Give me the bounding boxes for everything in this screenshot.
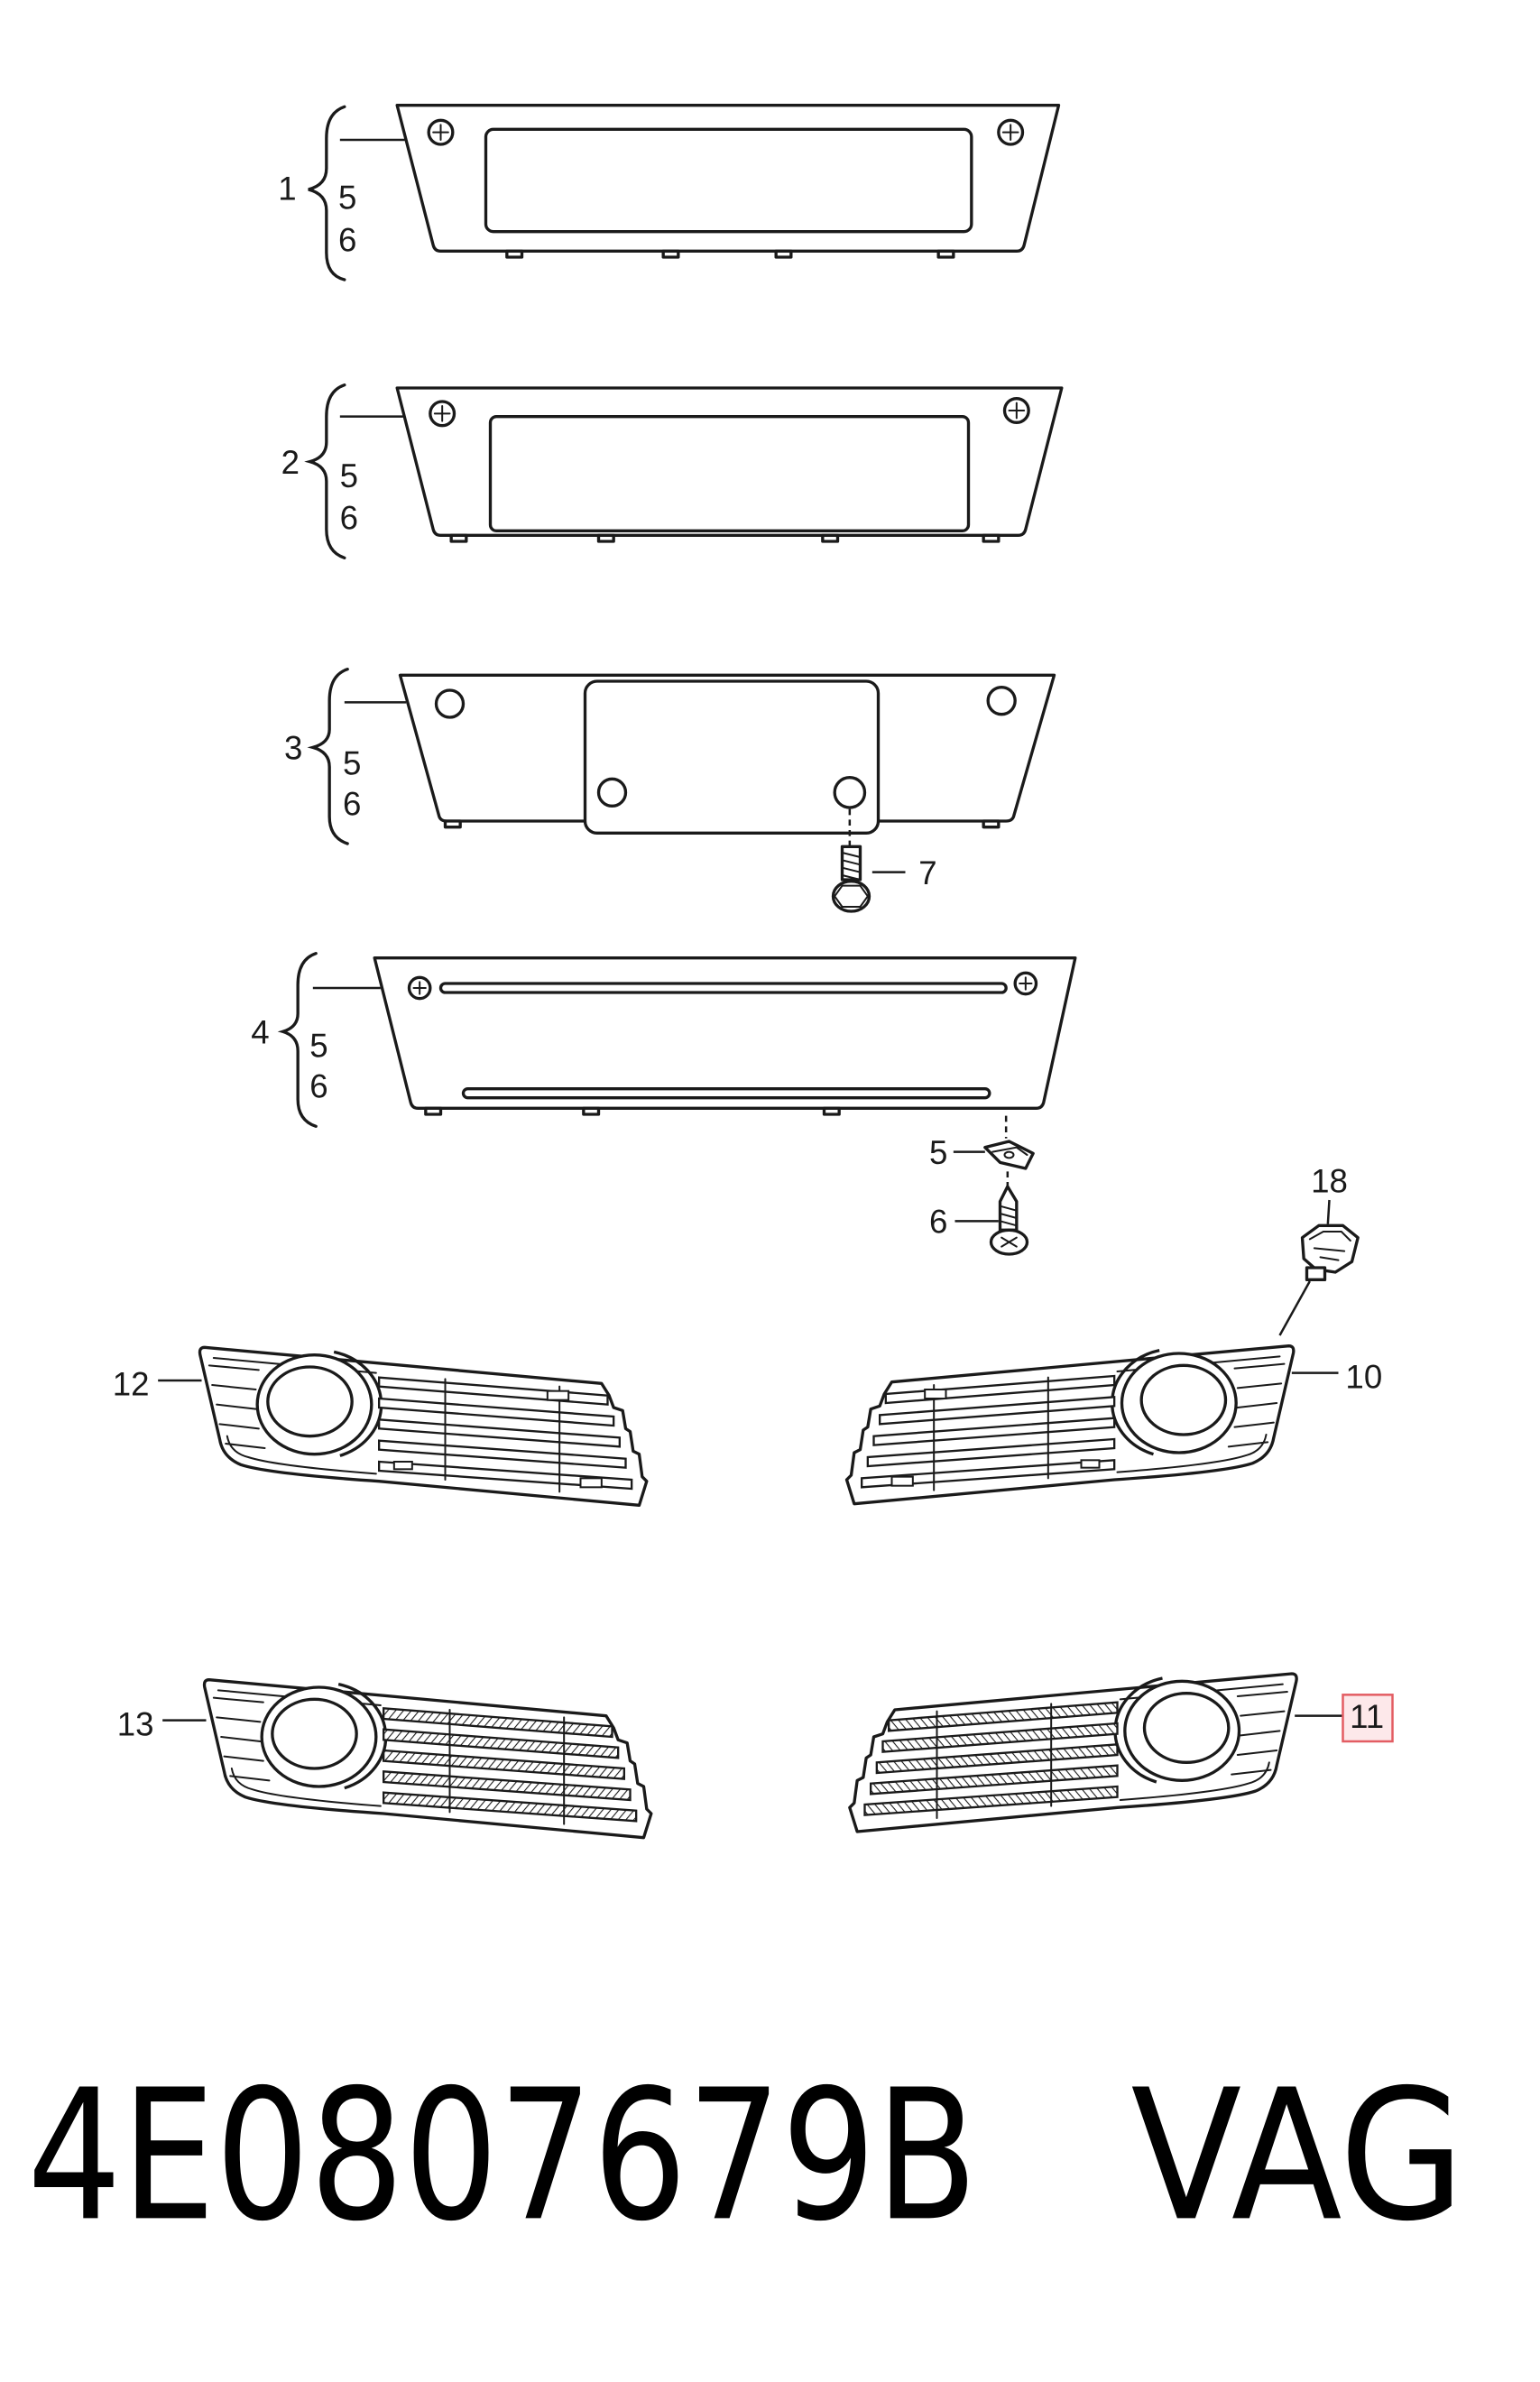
callout-plate-1-sub-a: 5 (338, 180, 356, 217)
brand-name: VAG (1131, 2051, 1465, 2261)
plate-3-brace (307, 668, 349, 845)
bracket-18-leader (1278, 1280, 1311, 1336)
plate-2-feet (449, 533, 1001, 543)
callout-plate-4-sub-a: 5 (309, 1028, 327, 1065)
plate-3-hole-bottom-right (833, 776, 867, 809)
plate-3-hole-top-left (434, 688, 466, 719)
callout-highlight-box (1342, 1694, 1394, 1743)
callout-plate-2: 2 (281, 444, 300, 481)
plate-3-group: 3 5 6 7 (284, 668, 1056, 913)
plate-4-screw-left (407, 975, 432, 1001)
plate-4-group: 4 5 6 (251, 952, 1077, 1129)
plate-4-slot-bottom (461, 1087, 991, 1100)
callout-plate-3-sub-a: 5 (343, 744, 361, 781)
callout-bracket: 18 (1311, 1163, 1348, 1200)
callout-grille-lower-right: 11 (1350, 1698, 1384, 1735)
plate-1-opening (484, 127, 973, 234)
plate-1-group: 1 5 6 (278, 104, 1061, 282)
callout-bolt: 7 (918, 854, 936, 891)
plate-3-hole-top-right (986, 686, 1017, 716)
clip-nut-5 (983, 1115, 1035, 1170)
plate-4-screw-right (1013, 971, 1038, 996)
bracket-18-label-leader (1326, 1199, 1331, 1224)
plate-1-feet (505, 249, 955, 259)
part-number: 4E0807679B (27, 2051, 977, 2261)
callout-plate-4: 4 (251, 1014, 269, 1051)
callout-plate-1: 1 (278, 171, 296, 208)
callout-plate-3-sub-b: 6 (343, 785, 361, 822)
plate-4-brace (277, 952, 318, 1129)
bracket-clip-18 (1300, 1223, 1360, 1281)
plate-2-screw-left (429, 400, 456, 428)
plate-2-opening (488, 415, 971, 532)
plate-2-brace (304, 383, 346, 559)
screw-6 (989, 1171, 1029, 1256)
callout-plate-2-sub-b: 6 (340, 500, 358, 537)
callout-grille-lower-left: 13 (117, 1705, 154, 1742)
plate-2-screw-right (1002, 397, 1030, 424)
callout-screw: 6 (929, 1204, 947, 1241)
callout-clip: 5 (929, 1134, 947, 1171)
callout-plate-3: 3 (284, 730, 302, 767)
callout-grille-upper-right: 10 (1345, 1358, 1382, 1395)
bolt-7 (831, 808, 871, 913)
plate-4-body (373, 956, 1077, 1111)
plate-1-screw-left (427, 118, 455, 146)
callout-plate-4-sub-b: 6 (309, 1068, 327, 1105)
plate-3-feet (443, 819, 1001, 829)
plate-4-slot-top (438, 982, 1008, 994)
callout-grille-upper-left: 12 (113, 1366, 150, 1403)
plate-4-feet (424, 1106, 841, 1116)
plate-3-license-mount (583, 679, 881, 836)
callout-plate-1-sub-b: 6 (338, 221, 356, 258)
plate-1-screw-right (997, 118, 1025, 146)
plate-1-brace (308, 105, 346, 282)
plate-2-group: 2 5 6 (281, 383, 1064, 559)
plate-3-hole-bottom-left (596, 777, 628, 808)
callout-plate-2-sub-a: 5 (340, 457, 358, 494)
